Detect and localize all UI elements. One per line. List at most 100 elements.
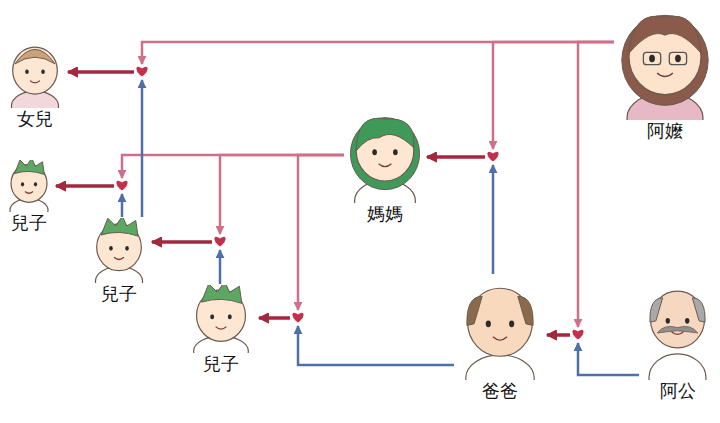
parent-link bbox=[56, 186, 122, 217]
figure-eye bbox=[509, 321, 514, 328]
parent-link bbox=[152, 155, 344, 242]
figure-eye bbox=[372, 149, 377, 155]
person-name: 阿嬤 bbox=[645, 120, 685, 142]
parent-line bbox=[219, 250, 222, 284]
child-line bbox=[56, 185, 114, 188]
child-line bbox=[259, 317, 290, 320]
figure-hair bbox=[201, 285, 241, 303]
parent-line bbox=[298, 326, 454, 365]
figure-hair bbox=[467, 296, 533, 325]
child-line bbox=[68, 71, 134, 74]
child-line bbox=[427, 156, 485, 159]
parent-link bbox=[547, 335, 639, 375]
figure-hair bbox=[650, 298, 705, 322]
person-figure bbox=[95, 218, 142, 283]
person-illustration bbox=[4, 160, 54, 212]
figure-hair bbox=[629, 16, 701, 53]
figure-mustache bbox=[657, 326, 698, 333]
person-figure bbox=[622, 15, 708, 120]
person-name: 阿公 bbox=[658, 380, 698, 402]
child-line bbox=[68, 71, 134, 74]
parent-line bbox=[492, 165, 495, 274]
figure-mouth bbox=[114, 257, 124, 259]
parent-line bbox=[298, 155, 344, 310]
figure-body bbox=[649, 354, 706, 380]
child-line bbox=[259, 317, 290, 320]
parent-link bbox=[259, 318, 454, 365]
parent-link bbox=[152, 242, 220, 284]
parent-line bbox=[141, 80, 144, 217]
child-line bbox=[427, 156, 485, 159]
parent-link bbox=[56, 155, 344, 186]
figure-eye bbox=[666, 318, 670, 324]
edge-group bbox=[56, 42, 639, 375]
person-illustration bbox=[640, 270, 715, 380]
person-illustration bbox=[185, 285, 257, 353]
parent-line bbox=[493, 42, 614, 149]
parent-link bbox=[427, 157, 493, 274]
heart-junction bbox=[214, 236, 226, 247]
figure-eye bbox=[649, 55, 655, 62]
person-figure bbox=[10, 160, 48, 212]
figure-eye bbox=[675, 55, 681, 62]
figure-hair bbox=[622, 15, 708, 105]
child-line bbox=[152, 241, 212, 244]
heart-junction bbox=[292, 312, 304, 323]
person-figure bbox=[350, 118, 419, 203]
figure-eye bbox=[210, 314, 214, 319]
person-node: 女兒 bbox=[4, 40, 66, 130]
person-figure bbox=[194, 285, 249, 353]
figure-mouth bbox=[379, 164, 392, 167]
figure-head bbox=[468, 288, 533, 356]
figure-hair bbox=[15, 160, 45, 174]
figure-eye bbox=[486, 321, 491, 328]
figure-eye bbox=[21, 182, 24, 186]
figure-hair bbox=[101, 218, 138, 236]
figure-eye bbox=[228, 314, 232, 319]
figure-glasses bbox=[643, 52, 660, 64]
figure-eye bbox=[685, 318, 689, 324]
parent-line bbox=[122, 155, 344, 178]
figure-eye bbox=[25, 69, 29, 74]
person-name: 女兒 bbox=[15, 108, 55, 130]
figure-head bbox=[13, 47, 58, 94]
figure-mouth bbox=[30, 81, 40, 83]
person-illustration bbox=[88, 218, 150, 283]
person-illustration bbox=[455, 275, 545, 380]
parent-link bbox=[68, 72, 142, 217]
person-node: 阿嬤 bbox=[615, 5, 715, 142]
figure-eye bbox=[41, 69, 45, 74]
figure-mouth bbox=[25, 192, 33, 194]
figure-hair bbox=[15, 49, 55, 64]
person-figure bbox=[11, 47, 58, 108]
person-illustration bbox=[345, 108, 425, 203]
heart-junction bbox=[136, 66, 148, 77]
figure-mouth bbox=[672, 332, 684, 335]
heart-junction bbox=[116, 180, 128, 191]
figure-body bbox=[466, 355, 534, 380]
figure-head bbox=[651, 291, 705, 348]
person-figure bbox=[466, 288, 534, 380]
person-name: 兒子 bbox=[99, 283, 139, 305]
person-node: 兒子 bbox=[185, 285, 257, 375]
person-node: 媽媽 bbox=[345, 108, 425, 225]
parent-line bbox=[578, 343, 639, 375]
parent-line bbox=[142, 42, 614, 64]
person-name: 媽媽 bbox=[365, 203, 405, 225]
figure-hair bbox=[350, 118, 419, 190]
figure-eye bbox=[109, 246, 113, 251]
parent-link bbox=[427, 42, 614, 157]
child-line bbox=[56, 185, 114, 188]
person-illustration bbox=[615, 5, 715, 120]
heart-junction bbox=[572, 329, 584, 340]
parent-line bbox=[220, 155, 344, 234]
person-node: 兒子 bbox=[88, 218, 150, 305]
child-line bbox=[152, 241, 212, 244]
person-name: 兒子 bbox=[9, 212, 49, 234]
child-line bbox=[547, 334, 570, 337]
person-name: 爸爸 bbox=[480, 380, 520, 402]
person-node: 爸爸 bbox=[455, 275, 545, 402]
person-figure bbox=[649, 291, 706, 380]
